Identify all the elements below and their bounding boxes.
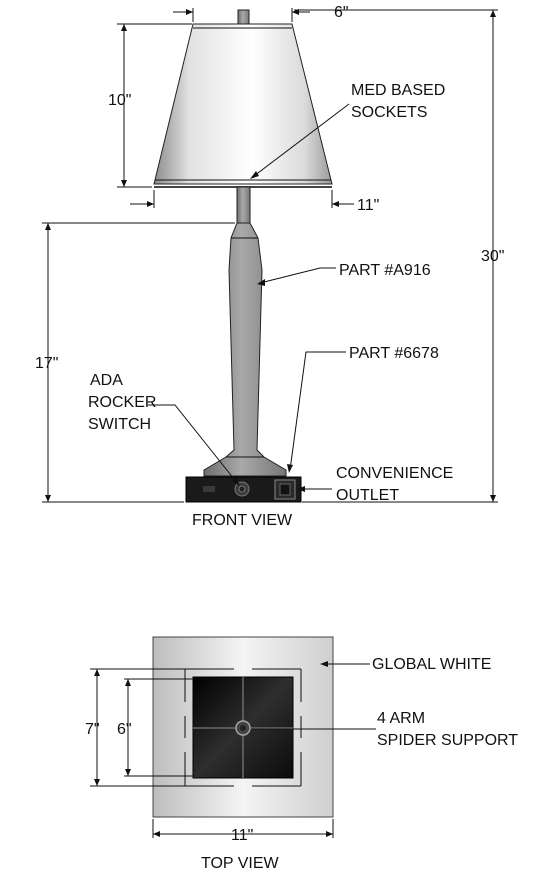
dim-overall-height-label: 30" [481,248,504,265]
dim-overall-height: 30" [294,9,504,503]
outer-reference-lines [90,668,302,787]
callout-sockets-line1: MED BASED [351,82,445,99]
dim-shade-bottom-label: 11" [357,197,379,214]
dim-shade-bottom: 11" [130,190,379,214]
callout-global-white: GLOBAL WHITE [320,656,491,673]
callout-switch-line1: ADA [90,372,123,389]
dim-top-width-label: 11" [231,827,253,844]
dim-top-outer: 7" [85,669,100,786]
front-view: 6" 10" 11" 17" [35,4,504,529]
top-view-title: TOP VIEW [201,855,280,872]
dim-shade-height: 10" [108,23,192,188]
dim-shade-height-label: 10" [108,92,131,109]
callout-global-white-label: GLOBAL WHITE [372,656,491,673]
lamp-body [203,222,287,477]
callout-part-6678: PART #6678 [287,345,439,473]
callout-outlet-line2: OUTLET [336,487,399,504]
dim-base-height: 17" [35,222,235,503]
callout-outlet: CONVENIENCE OUTLET [297,465,453,504]
callout-part-6678-label: PART #6678 [349,345,439,362]
front-view-title: FRONT VIEW [192,512,293,529]
callout-spider-line2: SPIDER SUPPORT [377,732,518,749]
callout-part-a916: PART #A916 [257,262,431,286]
lamp-neck [236,186,251,224]
dim-top-width: 11" [152,819,334,844]
callout-spider-support: 4 ARM SPIDER SUPPORT [251,710,518,749]
dim-base-height-label: 17" [35,355,58,372]
lamp-shade [153,23,333,188]
callout-rocker-switch: ADA ROCKER SWITCH [88,372,240,486]
base-left-mark [203,486,215,492]
callout-switch-line3: SWITCH [88,416,151,433]
callout-switch-line2: ROCKER [88,394,156,411]
top-view: 7" 6" 11" GLOBAL WHITE 4 ARM SPIDE [85,636,518,872]
dim-shade-top-label: 6" [334,4,349,21]
dim-top-outer-label: 7" [85,721,100,738]
callout-part-a916-label: PART #A916 [339,262,431,279]
dim-top-inner: 6" [117,679,132,776]
callout-spider-line1: 4 ARM [377,710,425,727]
dim-top-inner-label: 6" [117,721,132,738]
callout-sockets: MED BASED SOCKETS [250,82,445,179]
callout-outlet-line1: CONVENIENCE [336,465,453,482]
dim-shade-top: 6" [173,4,349,22]
callout-sockets-line2: SOCKETS [351,104,427,121]
